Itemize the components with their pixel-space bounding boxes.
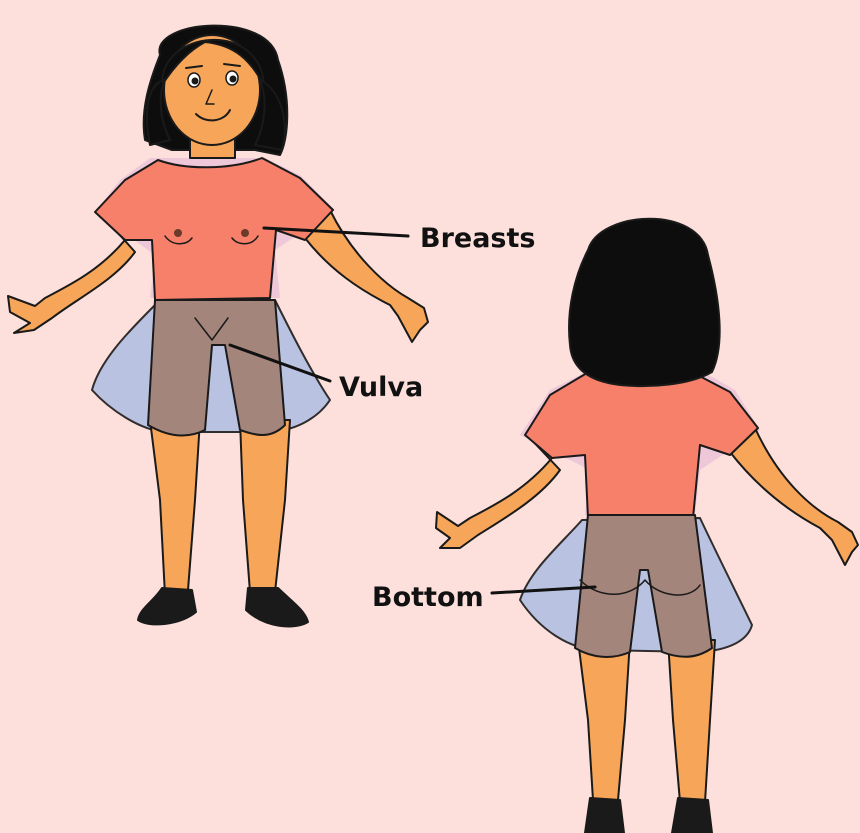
bottom-label: Bottom xyxy=(372,584,484,611)
back-hair xyxy=(569,219,720,386)
back-left-arm xyxy=(436,435,560,548)
back-right-shoe xyxy=(672,798,712,833)
back-shirt xyxy=(525,370,758,518)
back-left-leg xyxy=(578,640,630,800)
front-right-arm xyxy=(305,210,428,342)
front-figure xyxy=(8,26,428,627)
breasts-label: Breasts xyxy=(420,225,535,252)
front-left-shoe xyxy=(138,588,196,624)
front-left-leg xyxy=(150,420,200,595)
back-figure xyxy=(436,219,858,833)
back-right-arm xyxy=(730,428,858,565)
back-left-shoe xyxy=(585,798,624,833)
vulva-label: Vulva xyxy=(339,374,423,401)
back-right-leg xyxy=(668,640,715,802)
front-right-leg xyxy=(240,420,290,592)
front-right-shoe xyxy=(246,588,308,626)
